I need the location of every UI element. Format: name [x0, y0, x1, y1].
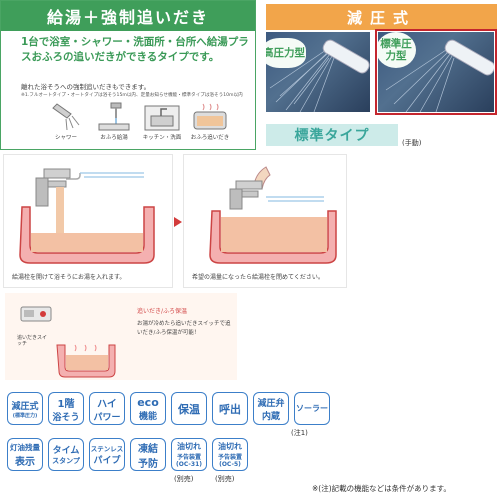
high-pressure-label: 高圧力型: [266, 38, 306, 68]
reheat-description: お湯が冷めたら追いだきスイッチで追いだき/ふろ保温が可能！: [137, 321, 231, 336]
reheat-panel: 追いだき/ふろ保温 お湯が冷めたら追いだきスイッチで追いだき/ふろ保温が可能！ …: [5, 293, 237, 380]
bath-filling-illustration: [19, 168, 155, 264]
function-badge-oc5: 油切れ予告装置(OC-5): [212, 438, 248, 471]
feature-note: 離れた浴そうへの強制追いだきもできます。: [21, 83, 151, 91]
kitchen-sink-icon: [141, 100, 183, 132]
high-pressure-photo: 高圧力型: [266, 32, 370, 112]
bath-closing-illustration: [209, 166, 337, 264]
use-label-reheat: おふろ追いだき: [190, 135, 230, 141]
use-label-shower: シャワー: [54, 135, 77, 141]
step-arrow-icon: [174, 212, 182, 227]
bath-fill-icon: [93, 100, 135, 132]
sold-separately-note: (別売): [215, 475, 235, 483]
reheat-switch-label: 追いだきスイッチ: [17, 335, 48, 347]
function-badge-high-power: ハイパワー: [89, 392, 125, 425]
bath-caption-2: 希望の湯量になったら給湯栓を閉めてください。: [192, 274, 324, 281]
function-badge-fuel-display: 灯油残量表示: [7, 438, 43, 471]
standard-pressure-photo: 標準圧力型: [378, 32, 494, 112]
sold-separately-note: (別売): [174, 475, 194, 483]
function-badge-freeze: 凍結予防: [130, 438, 166, 471]
function-badge-first-floor: 1階浴そう: [48, 392, 84, 425]
function-badge-stainless: ステンレスパイプ: [89, 438, 125, 471]
feature-panel: 給湯＋強制追いだき 1台で浴室・シャワー・洗面所・台所へ給湯プラスおふろの追いだ…: [0, 0, 256, 150]
shower-icon: [45, 100, 87, 132]
feature-title: 給湯＋強制追いだき: [1, 1, 255, 31]
feature-note-small: ※1.フルオートタイプ・オートタイプは浴そう15m以内、定量お知らせ機能・標準タ…: [21, 93, 243, 98]
function-badge-keep-warm: 保温: [171, 392, 207, 425]
use-label-bath-fill: おふろ給湯: [100, 135, 128, 141]
feature-lead: 1台で浴室・シャワー・洗面所・台所へ給湯プラスおふろの追いだきができるタイプです…: [21, 36, 249, 63]
reheat-title: 追いだき/ふろ保温: [137, 308, 188, 315]
bath-reheat-icon: [189, 100, 231, 132]
function-badge-pressure: 減圧式(標準圧力): [7, 392, 43, 425]
solar-note: (注1): [291, 429, 308, 437]
reheat-illustration: [20, 306, 116, 378]
bath-step-1: 給湯栓を開けて浴そうにお湯を入れます。: [3, 154, 173, 288]
function-badge-solar: ソーラー: [294, 392, 330, 425]
bath-caption-1: 給湯栓を開けて浴そうにお湯を入れます。: [12, 274, 126, 281]
pressure-title: 減圧式: [266, 4, 497, 30]
use-label-kitchen: キッチン・洗面: [142, 135, 182, 141]
standard-pressure-label: 標準圧力型: [378, 32, 416, 68]
function-badge-valve: 減圧弁内蔵: [253, 392, 289, 425]
manual-note: (手動): [402, 139, 422, 147]
function-badge-call: 呼出: [212, 392, 248, 425]
function-badge-oc31: 油切れ予告装置(OC-31): [171, 438, 207, 471]
standard-pressure-frame: [375, 29, 497, 115]
function-badge-timestamp: タイムスタンプ: [48, 438, 84, 471]
bath-step-2: 希望の湯量になったら給湯栓を閉めてください。: [183, 154, 347, 288]
standard-type-label: 標準タイプ: [266, 124, 398, 146]
footnote: ※(注)記載の機能などは条件があります。: [312, 484, 451, 493]
